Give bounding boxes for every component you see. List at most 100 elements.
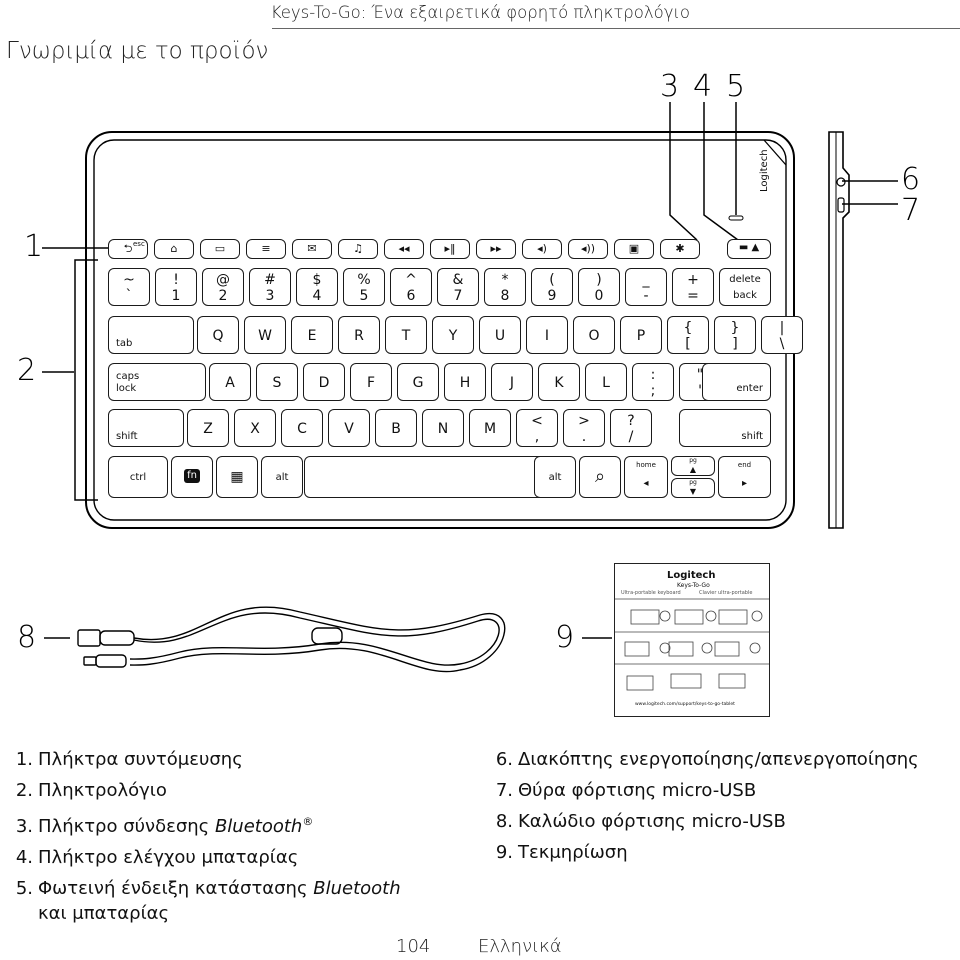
key-6[interactable]: ^6 xyxy=(390,268,432,306)
key-r[interactable]: R xyxy=(338,316,380,354)
key-l[interactable]: L xyxy=(585,363,627,401)
tab-label: tab xyxy=(116,338,133,349)
key-d[interactable]: D xyxy=(303,363,345,401)
shortcut-key-volume-down[interactable]: ◂) xyxy=(522,239,562,259)
shift-right-key[interactable]: shift xyxy=(679,409,771,447)
key-top-legend: } xyxy=(730,320,740,336)
shortcut-key-music[interactable]: ♫ xyxy=(338,239,378,259)
page-down-key[interactable]: pg▼ xyxy=(671,478,715,498)
key-5[interactable]: %5 xyxy=(343,268,385,306)
shortcut-key-previous-track[interactable]: ◂◂ xyxy=(384,239,424,259)
key-8[interactable]: *8 xyxy=(484,268,526,306)
key-k[interactable]: K xyxy=(538,363,580,401)
key-h[interactable]: H xyxy=(444,363,486,401)
key-semicolon[interactable]: :; xyxy=(632,363,674,401)
key-bottom-legend: / xyxy=(628,429,634,445)
windows-key[interactable]: ▦ xyxy=(216,456,258,498)
key-legend: B xyxy=(391,421,401,437)
enter-key[interactable]: enter xyxy=(702,363,771,401)
list-item-emphasis: Bluetooth xyxy=(214,816,303,837)
shortcut-key-app-switch[interactable]: ▭ xyxy=(200,239,240,259)
shortcut-key-home[interactable]: ⌂ xyxy=(154,239,194,259)
key-w[interactable]: W xyxy=(244,316,286,354)
key-slash[interactable]: ?/ xyxy=(610,409,652,447)
key-i[interactable]: I xyxy=(526,316,568,354)
shortcut-key-bluetooth[interactable]: ✱ xyxy=(660,239,700,259)
ctrl-key[interactable]: ctrl xyxy=(108,456,168,498)
key-p[interactable]: P xyxy=(620,316,662,354)
key-bottom-legend: ] xyxy=(732,336,738,352)
key-period[interactable]: >. xyxy=(563,409,605,447)
home-key[interactable]: home◂ xyxy=(624,456,668,498)
key-legend: F xyxy=(366,375,376,391)
key-7[interactable]: &7 xyxy=(437,268,479,306)
key-top-legend: ( xyxy=(549,272,555,288)
key-n[interactable]: N xyxy=(422,409,464,447)
esc-label: esc xyxy=(133,240,145,248)
battery-check-key[interactable]: ▬ ▲ xyxy=(727,239,771,259)
callout-3: 3 xyxy=(660,69,680,104)
key-bracket-right[interactable]: }] xyxy=(714,316,756,354)
search-key[interactable]: ⌕ xyxy=(579,456,621,498)
key-j[interactable]: J xyxy=(491,363,533,401)
key-q[interactable]: Q xyxy=(197,316,239,354)
alt-label: alt xyxy=(275,472,289,483)
key-1[interactable]: !1 xyxy=(155,268,197,306)
key-z[interactable]: Z xyxy=(187,409,229,447)
shift-label: shift xyxy=(741,431,763,442)
key-s[interactable]: S xyxy=(256,363,298,401)
shortcut-key-mail[interactable]: ✉ xyxy=(292,239,332,259)
key-u[interactable]: U xyxy=(479,316,521,354)
key-x[interactable]: X xyxy=(234,409,276,447)
key-=[interactable]: += xyxy=(672,268,714,306)
next-track-icon: ▸▸ xyxy=(490,242,502,255)
up-arrow-icon: ▲ xyxy=(689,465,697,474)
key-`[interactable]: ~` xyxy=(108,268,150,306)
key-t[interactable]: T xyxy=(385,316,427,354)
space-bar[interactable] xyxy=(304,456,547,498)
alt-right-key[interactable]: alt xyxy=(534,456,576,498)
key-0[interactable]: )0 xyxy=(578,268,620,306)
shortcut-key-volume-up[interactable]: ◂)) xyxy=(568,239,608,259)
list-item-number: 6. xyxy=(495,749,513,770)
shift-left-key[interactable]: shift xyxy=(108,409,184,447)
list-item-text: Πλήκτρο ελέγχου μπαταρίας xyxy=(38,847,299,868)
bluetooth-icon: ✱ xyxy=(675,242,685,255)
key-b[interactable]: B xyxy=(375,409,417,447)
key-a[interactable]: A xyxy=(209,363,251,401)
key-9[interactable]: (9 xyxy=(531,268,573,306)
key-f[interactable]: F xyxy=(350,363,392,401)
key-m[interactable]: M xyxy=(469,409,511,447)
key-2[interactable]: @2 xyxy=(202,268,244,306)
key-c[interactable]: C xyxy=(281,409,323,447)
key-4[interactable]: $4 xyxy=(296,268,338,306)
key-e[interactable]: E xyxy=(291,316,333,354)
key-v[interactable]: V xyxy=(328,409,370,447)
fn-key[interactable]: fn xyxy=(171,456,213,498)
end-key[interactable]: end▸ xyxy=(718,456,771,498)
mail-icon: ✉ xyxy=(307,242,317,255)
key-top-legend: $ xyxy=(312,272,322,288)
key-g[interactable]: G xyxy=(397,363,439,401)
page-up-key[interactable]: pg▲ xyxy=(671,456,715,476)
doc-sub-left: Ultra-portable keyboard xyxy=(621,590,681,596)
shortcut-key-esc[interactable]: ⮌esc xyxy=(108,239,148,259)
key--[interactable]: _- xyxy=(625,268,667,306)
list-item-text: Διακόπτης ενεργοποίησης/απενεργοποίησης xyxy=(518,749,919,770)
shortcut-key-menu[interactable]: ≡ xyxy=(246,239,286,259)
key-bracket-left[interactable]: {[ xyxy=(667,316,709,354)
key-y[interactable]: Y xyxy=(432,316,474,354)
shortcut-key-next-track[interactable]: ▸▸ xyxy=(476,239,516,259)
key-comma[interactable]: <, xyxy=(516,409,558,447)
list-item: 1.Πλήκτρα συντόμευσης xyxy=(0,744,480,775)
key-o[interactable]: O xyxy=(573,316,615,354)
shortcut-key-play-pause[interactable]: ▸‖ xyxy=(430,239,470,259)
tab-key[interactable]: tab xyxy=(108,316,194,354)
alt-left-key[interactable]: alt xyxy=(261,456,303,498)
shortcut-key-screenshot[interactable]: ▣ xyxy=(614,239,654,259)
key-pipe[interactable]: |\ xyxy=(761,316,803,354)
key-top-legend: + xyxy=(687,272,699,288)
key-3[interactable]: #3 xyxy=(249,268,291,306)
